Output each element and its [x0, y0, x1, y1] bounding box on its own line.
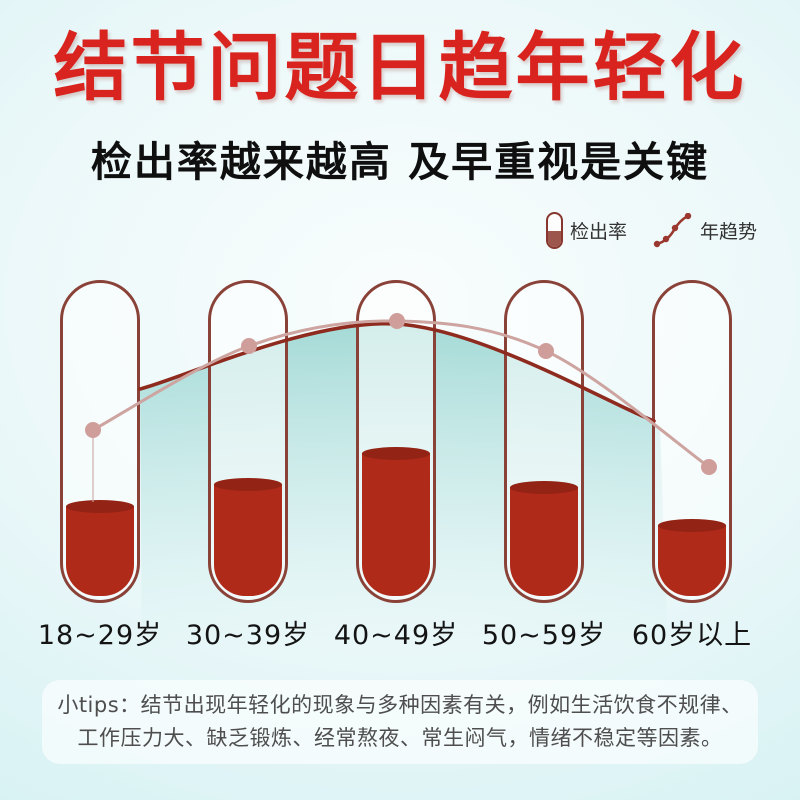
tips-text-line: 工作压力大、缺乏锻炼、经常熬夜、常生闷气，情绪不稳定等因素。: [77, 726, 723, 750]
test-tube-group-30-39: 30~39岁: [174, 280, 322, 652]
liquid-fill: [510, 481, 578, 596]
liquid-surface: [658, 519, 726, 532]
test-tube: [652, 280, 732, 603]
tips-text-line: 小tips：结节出现年轻化的现象与多种因素有关，例如生活饮食不规律、: [57, 693, 743, 717]
test-tube-group-40-49: 40~49岁: [322, 280, 470, 652]
axis-label: 60岁以上: [631, 620, 753, 651]
axis-label: 50~59岁: [481, 620, 607, 651]
axis-label: 18~29岁: [37, 620, 163, 651]
liquid-fill: [362, 447, 430, 596]
axis-label: 40~49岁: [333, 620, 459, 651]
tips-box: 小tips：结节出现年轻化的现象与多种因素有关，例如生活饮食不规律、 工作压力大…: [42, 680, 758, 764]
test-tube-group-60-plus: 60岁以上: [618, 280, 766, 652]
liquid-surface: [66, 500, 134, 513]
legend-item-year-trend: 年趋势: [653, 212, 758, 249]
liquid-surface: [510, 481, 578, 494]
test-tube: [504, 280, 584, 603]
test-tube: [60, 280, 140, 603]
test-tube: [208, 280, 288, 603]
liquid-surface: [214, 478, 282, 491]
capsule-icon: [546, 212, 563, 249]
test-tube-group-50-59: 50~59岁: [470, 280, 618, 652]
liquid-surface: [362, 447, 430, 460]
liquid-fill: [214, 478, 282, 596]
legend-item-detection-rate: 检出率: [546, 212, 627, 249]
capsule-fill: [548, 230, 561, 247]
legend: 检出率 年趋势: [546, 212, 757, 249]
page-subtitle: 检出率越来越高 及早重视是关键: [90, 138, 710, 186]
legend-label: 检出率: [570, 221, 628, 243]
test-tube-group-18-29: 18~29岁: [26, 280, 174, 652]
trend-line-icon: [653, 212, 692, 247]
legend-label: 年趋势: [700, 221, 758, 243]
test-tube: [356, 280, 436, 603]
page-title: 结节问题日趋年轻化: [53, 25, 747, 111]
liquid-fill: [66, 500, 134, 596]
axis-label: 30~39岁: [185, 620, 311, 651]
liquid-fill: [658, 519, 726, 596]
test-tube-chart: 18~29岁 30~39岁 40~49岁 50~59岁 60岁以上: [26, 280, 766, 652]
